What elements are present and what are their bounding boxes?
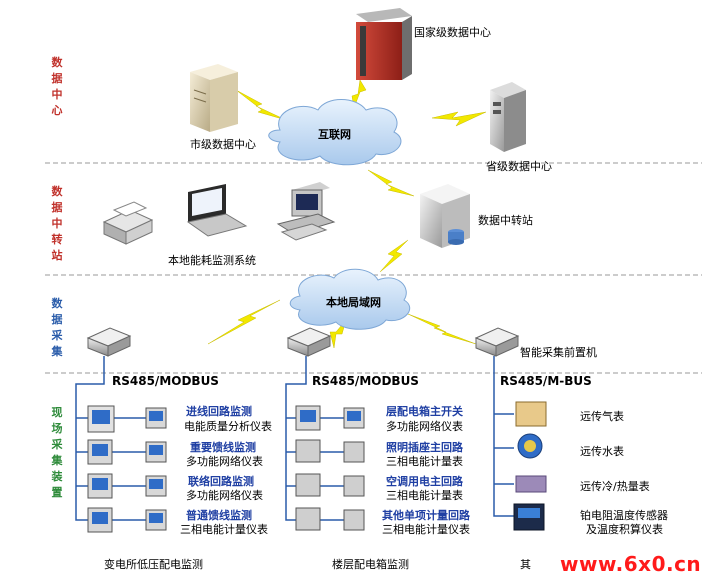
floor-item-subtitle: 三相电能计量表 (386, 489, 463, 502)
floor-item-subtitle: 三相电能计量表 (386, 455, 463, 468)
bolt-internet-provincial (431, 111, 487, 127)
cloud-icon-lan (289, 268, 411, 330)
server-rack-icon (356, 8, 412, 80)
meter-label: 及温度积算仪表 (586, 523, 663, 536)
label-bus-middle: RS485/MODBUS (312, 374, 419, 388)
floor-item-title: 空调用电主回路 (386, 475, 463, 488)
printer-icon (102, 201, 154, 245)
section-data-transfer: 数据中转站 (51, 185, 63, 262)
floor-item-title: 其他单项计量回路 (382, 509, 470, 522)
meter-icon-left-group (87, 405, 167, 533)
label-transfer-station: 数据中转站 (478, 214, 533, 227)
meter-label: 远传水表 (580, 445, 624, 458)
substation-item-subtitle: 多功能网络仪表 (186, 489, 263, 502)
meter-label: 远传气表 (580, 410, 624, 423)
label-lan: 本地局域网 (326, 296, 381, 309)
label-smart-front: 智能采集前置机 (520, 346, 597, 359)
substation-item-title: 进线回路监测 (186, 405, 252, 418)
section-data-collection: 数据采集 (51, 297, 63, 358)
bolt-internet-transfer (367, 169, 415, 197)
bolt-lan-right (407, 313, 477, 345)
bolt-lan-middle (329, 319, 347, 349)
cloud-icon-internet (268, 99, 402, 166)
meter-label: 铂电阻温度传感器 (580, 509, 668, 522)
label-local-system: 本地能耗监测系统 (168, 254, 256, 267)
label-city-dc: 市级数据中心 (190, 138, 256, 151)
label-internet: 互联网 (318, 128, 351, 141)
substation-item-subtitle: 电能质量分析仪表 (184, 420, 272, 433)
switch-icon-right (474, 327, 520, 357)
laptop-icon (186, 184, 248, 237)
tower-server-icon-city (190, 64, 238, 132)
label-bus-left: RS485/MODBUS (112, 374, 219, 388)
lightning-bolts (207, 79, 487, 349)
floor-item-subtitle: 三相电能计量仪表 (382, 523, 470, 536)
bolt-lan-left (207, 299, 281, 345)
bolt-transfer-lan (379, 239, 409, 273)
meter-icon-right-group (513, 401, 547, 531)
switch-icon-middle (286, 327, 332, 357)
label-bus-right: RS485/M-BUS (500, 374, 592, 388)
substation-item-subtitle: 多功能网络仪表 (186, 455, 263, 468)
watermark-logo: www.6x0.cn (560, 552, 702, 576)
bolt-city-internet (235, 89, 287, 121)
switch-icon-left (86, 327, 132, 357)
tower-server-icon-transfer (420, 184, 470, 248)
meter-icon-middle-group (295, 405, 365, 531)
floor-item-title: 照明插座主回路 (386, 441, 463, 454)
floor-item-title: 层配电箱主开关 (386, 405, 463, 418)
substation-item-title: 普通馈线监测 (186, 509, 252, 522)
substation-item-subtitle: 三相电能计量仪表 (180, 523, 268, 536)
floor-item-subtitle: 多功能网络仪表 (386, 420, 463, 433)
substation-item-title: 联络回路监测 (188, 475, 254, 488)
tower-server-icon-provincial (490, 82, 526, 152)
label-national-dc: 国家级数据中心 (414, 26, 491, 39)
floor-caption: 楼层配电箱监测 (332, 558, 409, 571)
section-data-center: 数据中心 (51, 56, 63, 117)
substation-item-title: 重要馈线监测 (190, 441, 256, 454)
substation-caption: 变电所低压配电监测 (104, 558, 203, 571)
meter-label: 远传冷/热量表 (580, 480, 650, 493)
label-provincial-dc: 省级数据中心 (486, 160, 552, 173)
section-field-devices: 现场采集装置 (51, 406, 63, 499)
meters-caption: 其 (520, 558, 531, 571)
desktop-icon (276, 182, 336, 241)
bus-lines (75, 356, 514, 521)
